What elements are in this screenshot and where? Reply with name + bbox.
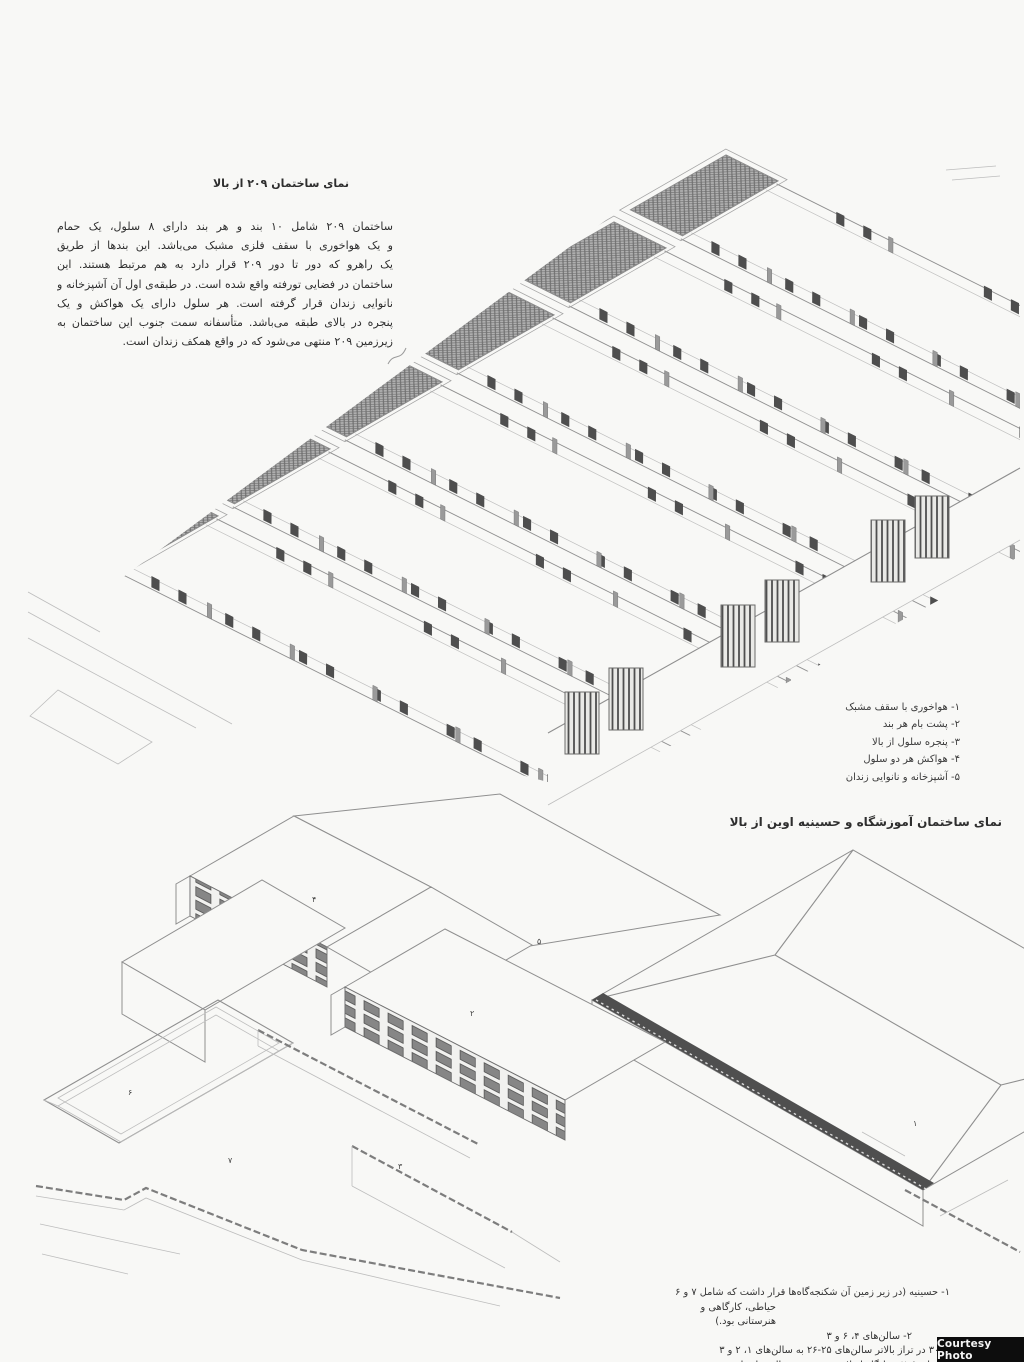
zigzag-wall <box>35 1184 561 1307</box>
paragraph-line: زیرزمین ۲۰۹ منتهی می‌شود که در واقع همکف… <box>122 335 393 349</box>
paragraph-line: و یک هواخوری با سقف فلزی مشبک می‌باشد. ا… <box>57 239 393 253</box>
label-4: ۴ <box>312 895 316 904</box>
legend-209: ۱- هواخوری با سقف مشبک ۲- پشت بام هر بند… <box>792 699 960 786</box>
paragraph-line: ساختمان ۲۰۹ شامل ۱۰ بند و هر بند دارای ۸… <box>57 220 393 233</box>
perimeter-wall-gates <box>547 467 1021 806</box>
label-3: ۳ <box>398 1162 403 1171</box>
courtesy-photo-badge: Courtesy Photo <box>937 1337 1024 1362</box>
footnote-line: حیاطی، کارگاهی و هنرستانی بود.) <box>700 1301 776 1328</box>
label-1: ۱ <box>913 1119 917 1128</box>
legend-item: ۵- آشپزخانه و نانوایی زندان <box>845 771 960 783</box>
paragraph-line: یک راهرو که دور تا دور ۲۰۹ قرار دارد به … <box>57 258 393 272</box>
drawing-209 <box>27 149 1021 806</box>
part-number-labels: ۱ ۲ ۳ ۴ ۵ ۶ ۷ <box>128 895 917 1171</box>
school-wing-lower <box>330 928 667 1141</box>
grid-facade <box>344 986 566 1141</box>
legend-item: ۴- هواکش هر دو سلول <box>863 754 960 766</box>
footnote-line: ۲- سالن‌های ۴، ۶ و ۳ <box>826 1330 912 1342</box>
footnote-line: ۱- حسینیه (در زیر زمین آن شکنجه‌گاه‌ها ق… <box>675 1287 950 1298</box>
title-school: نمای ساختمان آموزشگاه و حسینیه اوین از ب… <box>729 815 1002 829</box>
pool-basin <box>42 999 295 1144</box>
site-trench-lines <box>27 591 233 765</box>
drawing-school: ۱ ۲ ۳ ۴ ۵ ۶ ۷ <box>35 793 1024 1307</box>
label-6: ۶ <box>128 1088 132 1097</box>
right-wall <box>861 1131 1021 1253</box>
paragraph-line: پنجره در بالای طبقه می‌باشد. متأسفانه سم… <box>57 315 393 329</box>
hip-roof-building <box>590 849 1024 1227</box>
label-7: ۷ <box>228 1156 233 1165</box>
legend-item: ۳- پنجره سلول از بالا <box>872 736 960 748</box>
slab-building <box>121 879 346 1063</box>
courtyard-wall <box>257 1029 479 1159</box>
label-5: ۵ <box>537 937 541 946</box>
legend-item: ۲- پشت بام هر بند <box>882 719 960 731</box>
mid-wall <box>351 1145 561 1269</box>
handwritten-mark <box>387 347 407 365</box>
description-paragraph: ساختمان ۲۰۹ شامل ۱۰ بند و هر بند دارای ۸… <box>57 217 393 351</box>
legend-item: ۱- هواخوری با سقف مشبک <box>845 702 960 713</box>
title-209: نمای ساختمان ۲۰۹ از بالا <box>212 177 349 190</box>
label-2: ۲ <box>470 1009 474 1018</box>
clerestory-strip <box>592 993 934 1190</box>
paragraph-line: نانوایی زندان قرار گرفته است. هر سلول دا… <box>57 296 393 310</box>
paragraph-line: ساختمان در فضایی تورفته واقع شده است. در… <box>57 277 393 291</box>
